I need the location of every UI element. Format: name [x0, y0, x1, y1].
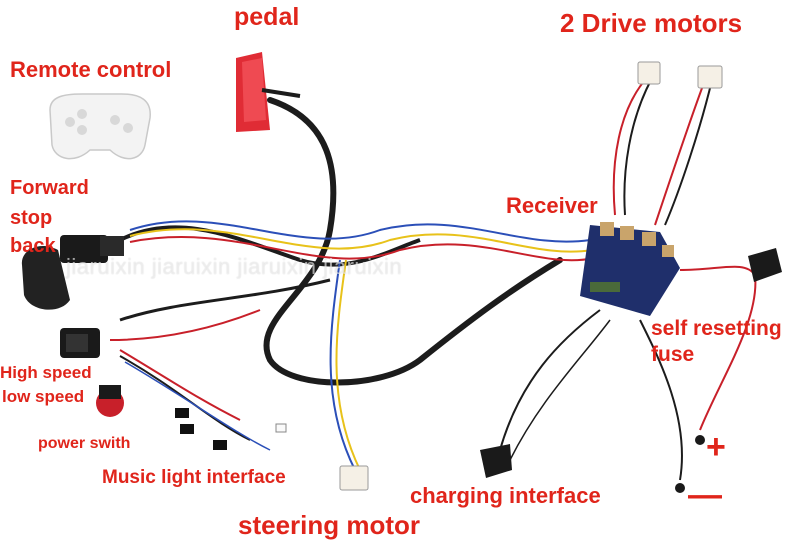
- battery-negative-tip: [675, 483, 685, 493]
- label-forward: Forward: [10, 177, 89, 199]
- power-switch-icon: [96, 385, 124, 417]
- charging-wire-2: [509, 319, 611, 461]
- main-harness-cable: [263, 97, 563, 386]
- drive-motor-connectors-icon: [637, 61, 723, 89]
- charging-wire: [499, 309, 601, 451]
- music-light-connectors-icon: [175, 408, 287, 450]
- wire-blue-1: [129, 220, 591, 243]
- fuse-holder-icon: [748, 248, 782, 282]
- watermark: jiaruixin jiaruixin jiaruixin jiaruixin: [66, 254, 403, 279]
- label-power-switch: power swith: [38, 435, 131, 452]
- wire-red-switch: [109, 309, 261, 341]
- motor-wire-left-black: [623, 79, 652, 216]
- label-music-light: Music light interface: [102, 467, 286, 488]
- speed-switch-icon: [60, 328, 100, 358]
- wire-music-3: [124, 361, 271, 451]
- wire-music-1: [119, 349, 241, 421]
- label-low-speed: low speed: [2, 387, 85, 406]
- battery-wire-black: [639, 319, 683, 481]
- charging-plug-icon: [480, 444, 512, 478]
- label-drive-motors: 2 Drive motors: [560, 8, 743, 38]
- label-receiver: Receiver: [506, 193, 598, 218]
- wire-blue-steer: [329, 259, 356, 471]
- motor-wire-right-red: [654, 79, 706, 226]
- label-self-resetting: self resetting: [651, 317, 782, 340]
- label-back: back: [10, 235, 56, 257]
- receiver-board-icon: [580, 222, 680, 316]
- harness-to-switches: [119, 278, 331, 322]
- remote-control-icon: [49, 93, 151, 160]
- motor-wire-right-black: [664, 79, 713, 226]
- label-stop: stop: [10, 207, 53, 229]
- battery-positive-tip: [695, 435, 705, 445]
- steering-connector-icon: [339, 465, 369, 491]
- label-remote-control: Remote control: [10, 57, 172, 82]
- label-steering-motor: steering motor: [238, 510, 421, 540]
- label-charging: charging interface: [410, 483, 601, 508]
- gear-shift-icon: [21, 235, 124, 310]
- label-plus: +: [706, 428, 726, 466]
- pedal-icon: [236, 52, 301, 132]
- motor-wire-left-red: [612, 79, 646, 216]
- wire-yellow-steer: [335, 259, 361, 471]
- wire-red-1: [129, 236, 595, 262]
- label-minus: —: [688, 476, 722, 514]
- label-high-speed: High speed: [0, 363, 92, 382]
- battery-wire-red: [679, 265, 757, 431]
- wire-yellow-1: [129, 228, 593, 253]
- label-pedal: pedal: [234, 3, 300, 31]
- label-fuse: fuse: [651, 343, 695, 366]
